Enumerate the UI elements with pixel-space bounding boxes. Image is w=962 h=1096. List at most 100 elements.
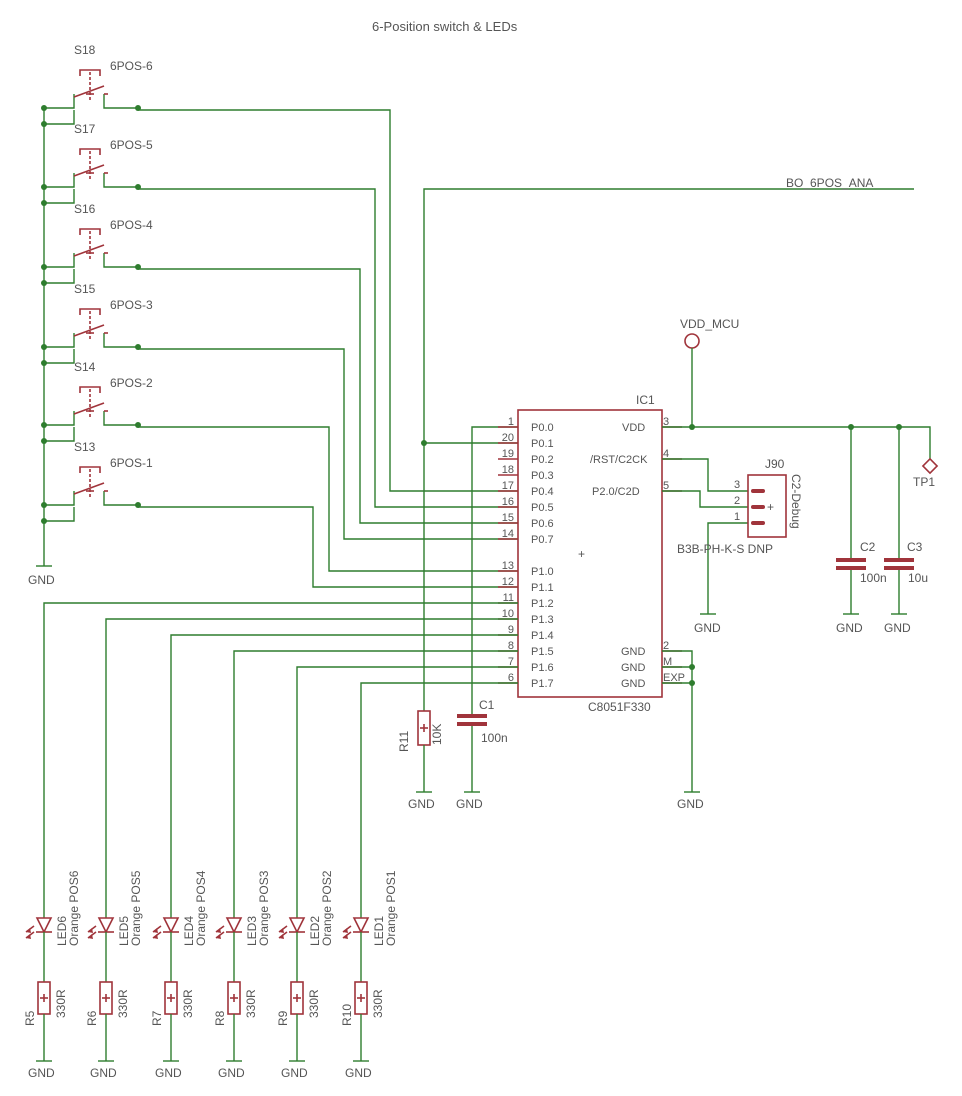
pin-number: 19 bbox=[502, 448, 514, 460]
c3-capacitor: C3 10u GND bbox=[884, 427, 928, 635]
pin-number: 9 bbox=[508, 624, 514, 636]
led-icon bbox=[35, 917, 53, 934]
pin-name: P0.5 bbox=[531, 502, 554, 514]
res-ref: R6 bbox=[85, 1010, 99, 1026]
pin-name: P1.4 bbox=[531, 630, 554, 642]
pin-number: 20 bbox=[502, 432, 514, 444]
c3-ref: C3 bbox=[907, 540, 923, 554]
led-gnd: GND bbox=[345, 1066, 372, 1080]
res-value: 330R bbox=[54, 989, 68, 1018]
c1-ref: C1 bbox=[479, 698, 495, 712]
pin-number: 16 bbox=[502, 496, 514, 508]
pin-name: /RST/C2CK bbox=[590, 454, 648, 466]
switch-group: S186POS-6S176POS-5S166POS-4S156POS-3S146… bbox=[41, 43, 153, 524]
pin-name: P0.7 bbox=[531, 534, 554, 546]
switch-ref: S18 bbox=[74, 43, 96, 57]
led-icon bbox=[352, 917, 370, 934]
j90-ref: J90 bbox=[765, 457, 785, 471]
pin-number: 4 bbox=[663, 448, 669, 460]
led-icon bbox=[162, 917, 180, 934]
j90-pin-2: 2 bbox=[734, 495, 740, 507]
led-ref: LED2 bbox=[308, 916, 322, 946]
ic1-value: C8051F330 bbox=[588, 700, 651, 714]
gnd-label: GND bbox=[28, 573, 55, 587]
ic-gnd-wires: GND bbox=[662, 650, 704, 811]
led-value: Orange POS3 bbox=[257, 870, 271, 946]
switch-ref: S17 bbox=[74, 122, 96, 136]
pin-name: GND bbox=[621, 646, 646, 658]
led-ref: LED3 bbox=[245, 916, 259, 946]
switch-s16: S16 6POS-4 bbox=[41, 202, 153, 286]
c2-capacitor: C2 100n GND bbox=[836, 427, 887, 635]
switch-value: 6POS-4 bbox=[110, 218, 153, 232]
pin-name: P0.0 bbox=[531, 422, 554, 434]
c2-ref: C2 bbox=[860, 540, 876, 554]
c2-gnd: GND bbox=[836, 621, 863, 635]
led-value: Orange POS4 bbox=[194, 870, 208, 946]
j90-pin-3: 3 bbox=[734, 479, 740, 491]
pin-number: 13 bbox=[502, 560, 514, 572]
switch-s15: S15 6POS-3 bbox=[41, 282, 153, 366]
pin-number: 7 bbox=[508, 656, 514, 668]
switch-ref: S15 bbox=[74, 282, 96, 296]
pin-number: EXP bbox=[663, 672, 685, 684]
led-icon bbox=[97, 917, 115, 934]
res-value: 330R bbox=[116, 989, 130, 1018]
res-ref: R7 bbox=[150, 1010, 164, 1026]
c3-value: 10u bbox=[908, 571, 928, 585]
pin-name: P2.0/C2D bbox=[592, 486, 640, 498]
switch-ref: S16 bbox=[74, 202, 96, 216]
pin-name: P1.2 bbox=[531, 598, 554, 610]
ic-gnd-label: GND bbox=[677, 797, 704, 811]
res-ref: R9 bbox=[276, 1010, 290, 1026]
r11-gnd: GND bbox=[408, 797, 435, 811]
switch-s13: S13 6POS-1 bbox=[41, 440, 153, 524]
pin-name: P1.7 bbox=[531, 678, 554, 690]
switch-ref: S14 bbox=[74, 360, 96, 374]
led-gnd: GND bbox=[90, 1066, 117, 1080]
pin-number: 8 bbox=[508, 640, 514, 652]
j90-gnd: GND bbox=[694, 621, 721, 635]
tp1-testpoint: TP1 bbox=[913, 457, 939, 489]
switch-value: 6POS-1 bbox=[110, 456, 153, 470]
r11-value: 10K bbox=[430, 724, 444, 745]
j90-center-mark: + bbox=[767, 500, 774, 514]
pin-name: P1.5 bbox=[531, 646, 554, 658]
led-ref: LED6 bbox=[55, 916, 69, 946]
led-value: Orange POS6 bbox=[67, 870, 81, 946]
pin-name: P1.6 bbox=[531, 662, 554, 674]
res-ref: R5 bbox=[23, 1010, 37, 1026]
sheet-title: 6-Position switch & LEDs bbox=[372, 19, 518, 34]
pin-number: 12 bbox=[502, 576, 514, 588]
switch-s14: S14 6POS-2 bbox=[41, 360, 153, 444]
pin-number: 6 bbox=[508, 672, 514, 684]
led-ref: LED1 bbox=[372, 916, 386, 946]
r11-ref: R11 bbox=[397, 731, 411, 752]
switch-ref: S13 bbox=[74, 440, 96, 454]
led-value: Orange POS1 bbox=[384, 870, 398, 946]
led-icon bbox=[288, 917, 306, 934]
ic1-ref: IC1 bbox=[636, 393, 655, 407]
pin-number: 15 bbox=[502, 512, 514, 524]
switch-value: 6POS-2 bbox=[110, 376, 153, 390]
switch-value: 6POS-3 bbox=[110, 298, 153, 312]
pin-number: 2 bbox=[663, 640, 669, 652]
led-gnd: GND bbox=[155, 1066, 182, 1080]
switch-value: 6POS-6 bbox=[110, 59, 153, 73]
j90-pin-1: 1 bbox=[734, 511, 740, 523]
pin-number: M bbox=[663, 656, 672, 668]
